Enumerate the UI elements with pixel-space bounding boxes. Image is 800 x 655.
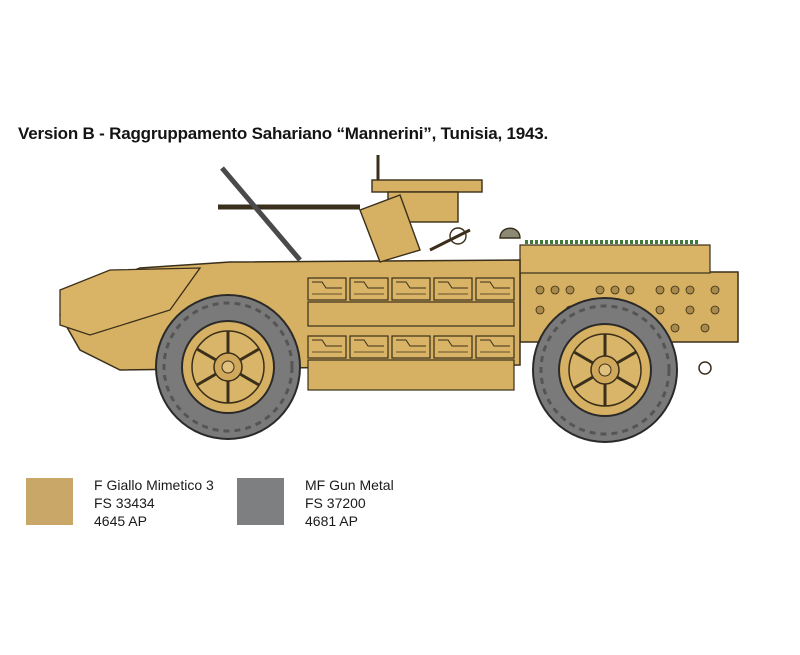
legend-text: F Giallo Mimetico 3 FS 33434 4645 AP [94, 476, 214, 530]
paint-name: F Giallo Mimetico 3 [94, 477, 214, 493]
paint-ap-code: 4681 AP [305, 513, 358, 529]
color-swatch [237, 478, 284, 525]
legend-item-giallo: F Giallo Mimetico 3 FS 33434 4645 AP [26, 476, 214, 530]
legend-text: MF Gun Metal FS 37200 4681 AP [305, 476, 394, 530]
paint-ap-code: 4645 AP [94, 513, 147, 529]
legend-item-gun-metal: MF Gun Metal FS 37200 4681 AP [237, 476, 394, 530]
paint-name: MF Gun Metal [305, 477, 394, 493]
color-swatch [26, 478, 73, 525]
paint-fs-code: FS 37200 [305, 495, 366, 511]
paint-fs-code: FS 33434 [94, 495, 155, 511]
armored-car-profile-icon [59, 155, 739, 444]
page-title: Version B - Raggruppamento Sahariano “Ma… [18, 124, 549, 143]
